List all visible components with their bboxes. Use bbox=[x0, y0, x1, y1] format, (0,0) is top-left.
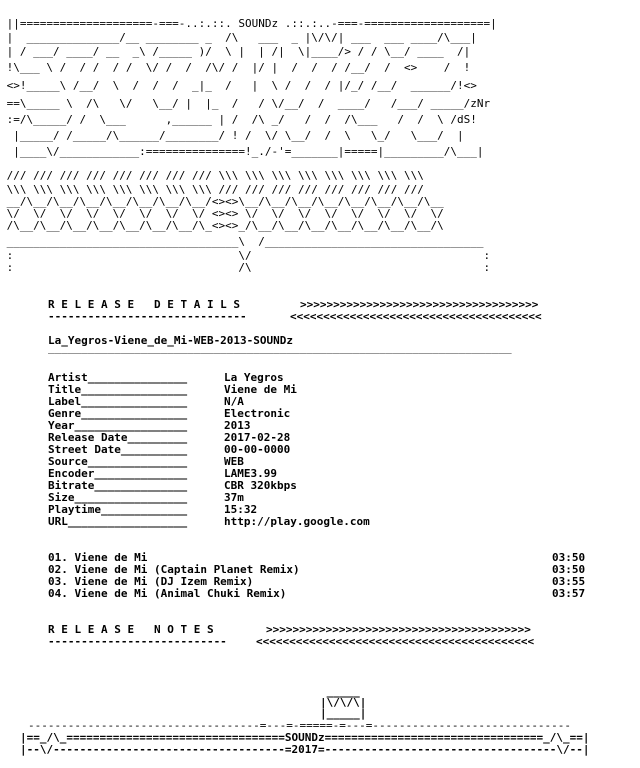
field-value-bitrate: CBR 320kbps bbox=[224, 479, 297, 492]
weave-pattern-line: /// /// /// /// /// /// /// /// \\\ \\\ … bbox=[0, 169, 424, 182]
notes-arrows-left: <<<<<<<<<<<<<<<<<<<<<<<<<<<<<<<<<<<<<<<<… bbox=[256, 635, 535, 648]
logo-art-line: | ______________/__ ________ _ /\ ___ _ … bbox=[0, 31, 477, 44]
field-value-size: 37m bbox=[224, 491, 244, 504]
logo-art-line: | / ___/ ____/ __ _\ /_____ )/ \ | | /| … bbox=[0, 45, 471, 58]
footer-rule: -----------------------------------=---=… bbox=[28, 719, 572, 732]
weave-pattern-line: : \/ : bbox=[0, 249, 491, 262]
header-top-border: ||====================-===-..:.::. SOUND… bbox=[0, 17, 497, 30]
track-title: 02. Viene de Mi (Captain Planet Remix) bbox=[48, 563, 300, 576]
field-label-street-date: Street Date__________ bbox=[48, 443, 188, 456]
field-label-playtime: Playtime_____________ bbox=[48, 503, 188, 516]
field-label-genre: Genre________________ bbox=[48, 407, 188, 420]
field-label-title: Title________________ bbox=[48, 383, 188, 396]
release-details-heading: R E L E A S E D E T A I L S bbox=[48, 298, 241, 311]
weave-pattern-line: ___________________________________\ /__… bbox=[0, 235, 484, 248]
weave-pattern-line: : /\ : bbox=[0, 261, 491, 274]
field-value-encoder: LAME3.99 bbox=[224, 467, 277, 480]
field-value-label: N/A bbox=[224, 395, 244, 408]
field-label-artist: Artist_______________ bbox=[48, 371, 188, 384]
field-value-source: WEB bbox=[224, 455, 244, 468]
field-value-artist: La Yegros bbox=[224, 371, 284, 384]
track-title: 01. Viene de Mi bbox=[48, 551, 148, 564]
weave-pattern-line: /\__/\__/\__/\__/\__/\__/\__/\_<><>_/\__… bbox=[0, 219, 444, 232]
track-time: 03:50 bbox=[552, 563, 586, 576]
track-time: 03:50 bbox=[552, 551, 586, 564]
weave-pattern-line: \/ \/ \/ \/ \/ \/ \/ \/ <><> \/ \/ \/ \/… bbox=[0, 207, 444, 220]
footer-brand-line: |==_/\_=================================… bbox=[20, 731, 590, 744]
notes-underline: --------------------------- bbox=[48, 635, 227, 648]
heading-arrows-left: <<<<<<<<<<<<<<<<<<<<<<<<<<<<<<<<<<<<<< bbox=[290, 310, 542, 323]
field-label-source: Source_______________ bbox=[48, 455, 188, 468]
track-title: 04. Viene de Mi (Animal Chuki Remix) bbox=[48, 587, 287, 600]
field-label-release-date: Release Date_________ bbox=[48, 431, 188, 444]
field-value-playtime: 15:32 bbox=[224, 503, 258, 516]
field-label-label: Label________________ bbox=[48, 395, 188, 408]
track-time: 03:55 bbox=[552, 575, 586, 588]
field-label-size: Size_________________ bbox=[48, 491, 188, 504]
release-name-rule: ________________________________________… bbox=[48, 341, 512, 354]
release-notes-heading: R E L E A S E N O T E S bbox=[48, 623, 214, 636]
release-name: La_Yegros-Viene_de_Mi-WEB-2013-SOUNDz bbox=[48, 334, 294, 347]
field-label-url: URL__________________ bbox=[48, 515, 188, 528]
weave-pattern-line: \\\ \\\ \\\ \\\ \\\ \\\ \\\ \\\ /// /// … bbox=[0, 183, 424, 196]
field-value-year: 2013 bbox=[224, 419, 251, 432]
field-value-genre: Electronic bbox=[224, 407, 291, 420]
heading-underline: ------------------------------ bbox=[48, 310, 247, 323]
field-label-bitrate: Bitrate______________ bbox=[48, 479, 188, 492]
notes-arrows-right: >>>>>>>>>>>>>>>>>>>>>>>>>>>>>>>>>>>>>>>> bbox=[266, 623, 531, 636]
footer-year-line: |--\/-----------------------------------… bbox=[20, 743, 590, 756]
crown-middle: |\/\/\| bbox=[320, 696, 367, 709]
field-value-title: Viene de Mi bbox=[224, 383, 297, 396]
logo-art-line: <>!_____\ /__/ \ / / / _|_ / | \ / / / |… bbox=[0, 79, 477, 92]
logo-art-line: :=/\_____/ / \___ ,______ | / /\ _/ / / … bbox=[0, 113, 477, 126]
logo-art-line: ==\_____ \ /\ \/ \__/ | |_ / / \/__/ / _… bbox=[0, 97, 491, 110]
crown-top: _____ bbox=[320, 685, 360, 698]
weave-pattern-line: __/\__/\__/\__/\__/\__/\__/\__/<><>\__/\… bbox=[0, 195, 444, 208]
logo-art-line: |_____/ /_____/\______/________/ ! / \/ … bbox=[0, 129, 464, 142]
field-label-encoder: Encoder______________ bbox=[48, 467, 188, 480]
logo-art-line: !\___ \ / / / / / \/ / / /\/ / |/ | / / … bbox=[0, 61, 471, 74]
field-label-year: Year_________________ bbox=[48, 419, 188, 432]
logo-art-line: |____\/____________:===============!_./-… bbox=[0, 145, 484, 158]
field-value-url: http://play.google.com bbox=[224, 515, 370, 528]
field-value-street-date: 00-00-0000 bbox=[224, 443, 291, 456]
track-title: 03. Viene de Mi (DJ Izem Remix) bbox=[48, 575, 254, 588]
crown-bottom: |_____| bbox=[320, 707, 367, 720]
track-time: 03:57 bbox=[552, 587, 586, 600]
heading-arrows-right: >>>>>>>>>>>>>>>>>>>>>>>>>>>>>>>>>>>> bbox=[300, 298, 539, 311]
field-value-release-date: 2017-02-28 bbox=[224, 431, 291, 444]
